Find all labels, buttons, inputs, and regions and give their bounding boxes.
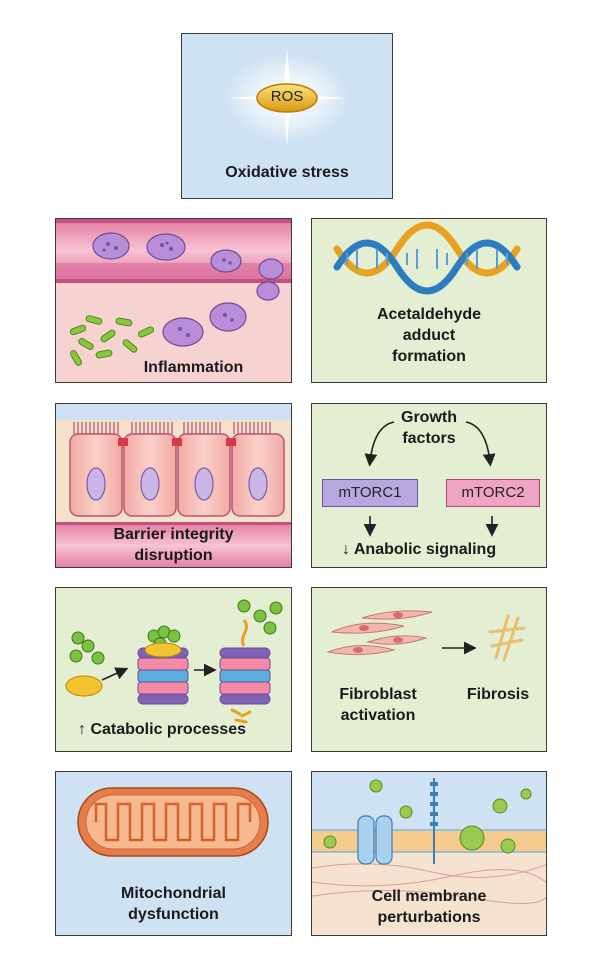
barrier-panel: Barrier integrity disruption [55, 403, 292, 568]
barrier-line1: Barrier integrity [113, 526, 234, 543]
mito-label: Mitochondrial dysfunction [56, 883, 291, 925]
mtorc1-box: mTORC1 [322, 479, 418, 507]
acetaldehyde-line2: adduct [402, 327, 456, 344]
catabolic-label-row: ↑ Catabolic processes [78, 721, 246, 739]
anabolic-label: Anabolic signaling [353, 541, 497, 558]
down-arrow-icon: ↓ [342, 541, 350, 558]
barrier-label: Barrier integrity disruption [56, 524, 291, 566]
ros-badge-label: ROS [270, 88, 304, 105]
fibro-panel: Fibroblast activation Fibrosis [311, 587, 547, 752]
mito-panel: Mitochondrial dysfunction [55, 771, 292, 936]
catabolic-panel: ↑ Catabolic processes [55, 587, 292, 752]
signaling-arrows [363, 421, 499, 537]
fibroblast-label: Fibroblast activation [312, 684, 444, 726]
fibrosis-icon [488, 614, 526, 662]
growth-factors-line2: factors [402, 430, 456, 447]
membrane-line2: perturbations [377, 909, 481, 926]
membrane-line1: Cell membrane [371, 888, 487, 905]
mito-line1: Mitochondrial [121, 885, 226, 902]
anabolic-panel: Growth factors mTORC1 mTORC2 ↓ Anabolic … [311, 403, 547, 568]
fibroblast-illustration [326, 610, 526, 662]
acetaldehyde-line3: formation [392, 348, 466, 365]
epithelial-cells-illustration [56, 404, 291, 567]
catabolic-label: Catabolic processes [90, 721, 247, 738]
mito-line2: dysfunction [128, 906, 219, 923]
membrane-label: Cell membrane perturbations [312, 886, 546, 928]
fibrosis-label: Fibrosis [466, 686, 530, 703]
cell-membrane-illustration [312, 772, 546, 904]
up-arrow-icon: ↑ [78, 721, 86, 738]
oxidative-stress-label: Oxidative stress [225, 164, 349, 181]
dna-helix-icon [333, 221, 521, 295]
growth-factors-line1: Growth [401, 409, 457, 426]
mtorc2-box: mTORC2 [446, 479, 540, 507]
fibroblast-line1: Fibroblast [339, 686, 417, 703]
acetaldehyde-panel: Acetaldehyde adduct formation [311, 218, 547, 383]
membrane-panel: Cell membrane perturbations [311, 771, 547, 936]
oxidative-stress-panel: ROS Oxidative stress [181, 33, 393, 199]
ros-glow-icon [225, 48, 349, 148]
blood-vessel-illustration [56, 219, 291, 366]
acetaldehyde-line1: Acetaldehyde [376, 306, 482, 323]
ion-channel-icon [357, 815, 393, 865]
inflammation-label: Inflammation [143, 359, 244, 376]
proteasome-illustration [65, 599, 283, 724]
growth-factors-label: Growth factors [312, 407, 546, 449]
acetaldehyde-label: Acetaldehyde adduct formation [312, 304, 546, 367]
anabolic-label-row: ↓ Anabolic signaling [342, 541, 496, 559]
fibroblast-line2: activation [340, 707, 416, 724]
inflammation-panel: Inflammation [55, 218, 292, 383]
barrier-line2: disruption [134, 547, 213, 564]
mitochondrion-icon [77, 787, 269, 857]
